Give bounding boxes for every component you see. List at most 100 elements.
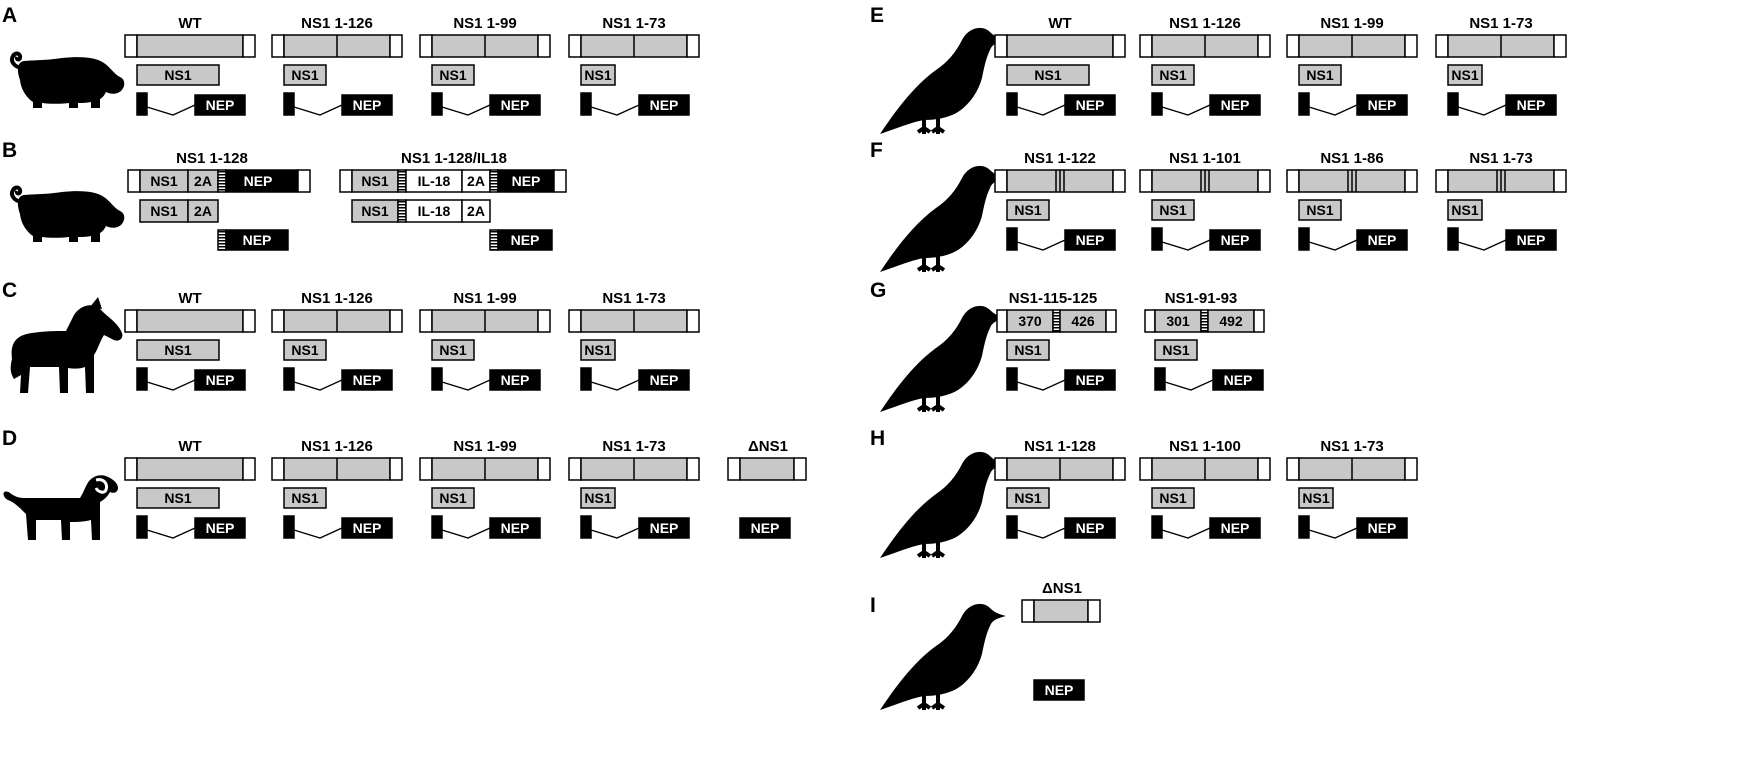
ns1-label: NS1 [1306,202,1333,218]
nep-box [341,94,393,116]
ns1-label: NS1 [584,342,611,358]
utr-right [1553,34,1567,58]
bird-icon [878,25,1008,136]
nep-label: NEP [1076,232,1105,248]
nep-box [194,94,246,116]
nep-label: NEP [206,97,235,113]
ns1-box [580,487,616,509]
twoa-product-label: 2A [467,203,485,219]
splice-line [1308,104,1358,116]
ns1-box [136,64,220,86]
splice-line [1161,104,1211,116]
nep-label: NEP [206,372,235,388]
construct-title: NS1 1-99 [453,290,516,307]
nep-box [1209,94,1261,116]
nep-box [1356,517,1408,539]
ns1-box [283,64,327,86]
splice-line [293,104,343,116]
ns1-label: NS1 [439,490,466,506]
utr-left [996,309,1008,333]
ns1-label: NS1 [1159,67,1186,83]
il18-product-label: IL-18 [418,203,451,219]
ns1-label: NS1 [361,173,388,189]
ns1-box [1154,339,1198,361]
segment-right-label: 426 [1071,313,1095,329]
nep-label: NEP [206,520,235,536]
hatch-part [217,169,227,193]
utr-left [727,457,741,481]
bird-icon [878,303,1008,414]
nep-part-label: NEP [512,173,541,189]
ns1-label: NS1 [1162,342,1189,358]
utr-left [1286,34,1300,58]
nep-label: NEP [1368,232,1397,248]
utr-right [1257,457,1271,481]
nep-label: NEP [650,372,679,388]
utr-left [568,457,582,481]
nep-exon1 [136,367,148,391]
construct-title: NS1 1-126 [1169,15,1241,32]
splice-line [293,379,343,391]
nep-box [1505,229,1557,251]
nep-exon1 [1298,227,1310,251]
nep-part-label: NEP [244,173,273,189]
utr-left [127,169,141,193]
construct-title: NS1 1-101 [1169,150,1241,167]
utr-right [1404,457,1418,481]
utr-left [1144,309,1156,333]
nep-box [1505,94,1557,116]
construct-title: NS1 1-73 [602,15,665,32]
nep-label: NEP [650,520,679,536]
utr-right [297,169,311,193]
utr-left [271,309,285,333]
nep-label: NEP [353,372,382,388]
splice-line [590,379,640,391]
utr-right [1404,169,1418,193]
ns1-box [1151,487,1195,509]
ns1-box [1298,199,1342,221]
ns1-box [1447,64,1483,86]
utr-right [686,457,700,481]
ns1-label: NS1 [291,490,318,506]
construct-title: NS1 1-126 [301,15,373,32]
nep-exon1 [1154,367,1166,391]
nep-box [194,517,246,539]
twoa-product [461,199,491,223]
nep-label: NEP [511,232,540,248]
nep-exon1 [431,515,443,539]
utr-right [686,34,700,58]
splice-line [1016,104,1066,116]
utr-left [419,457,433,481]
utr-right [242,457,256,481]
nep-label: NEP [1221,520,1250,536]
construct-title: NS1 1-128 [1024,438,1096,455]
nep-exon1 [1151,92,1163,116]
nep-exon1 [283,367,295,391]
utr-right [242,34,256,58]
ns1-box [1151,199,1195,221]
panel-letter: C [2,279,17,302]
ns1-label: NS1 [291,342,318,358]
construct-title: NS1 1-128/IL18 [401,150,507,167]
twoa-product [187,199,219,223]
ns1-label: NS1 [1451,67,1478,83]
twoa-label: 2A [194,173,212,189]
ns1-label: NS1 [439,67,466,83]
nep-exon1 [1006,92,1018,116]
nep-label: NEP [1224,372,1253,388]
segment-body [1006,34,1114,58]
nep-label: NEP [353,520,382,536]
twoa-product-label: 2A [194,203,212,219]
